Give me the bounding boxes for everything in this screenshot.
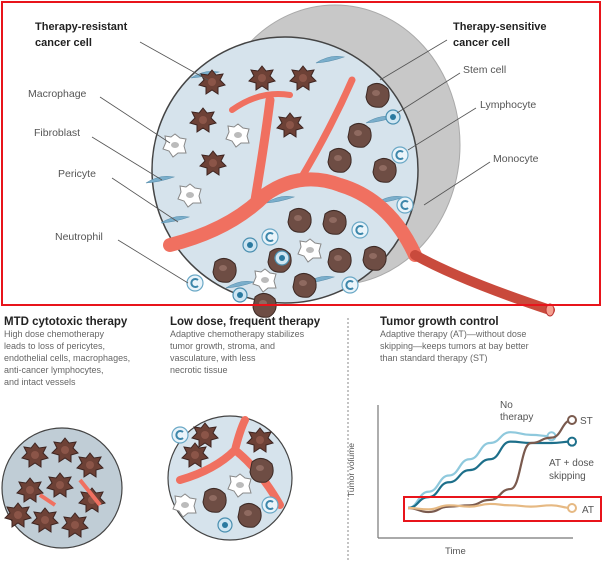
panel-title: MTD cytotoxic therapy: [4, 316, 128, 328]
tumor-low-dose-illustration: [167, 415, 293, 541]
label-neutrophil: Neutrophil: [55, 231, 103, 243]
series-line-at-dose-skipping: [407, 440, 573, 510]
series-line-at: [407, 502, 573, 511]
series-end-marker: [567, 415, 577, 425]
series-line-no-therapy: [407, 431, 552, 510]
x-axis-label: Time: [445, 546, 466, 557]
panel-mtd: MTD cytotoxic therapy High dose chemothe…: [4, 316, 169, 388]
label-stem-cell: Stem cell: [463, 64, 507, 76]
series-end-marker: [567, 503, 577, 513]
tumor-mtd-illustration: [1, 427, 123, 549]
tumor-main-illustration: [91, 4, 555, 318]
y-axis-label: Tumor volume: [346, 442, 357, 498]
blood-vessel: [163, 76, 555, 315]
label-monocyte: Monocyte: [493, 153, 539, 165]
panel-title: Low dose, frequent therapy: [170, 316, 321, 328]
label-pericyte: Pericyte: [58, 168, 96, 180]
series-line-st: [407, 418, 573, 514]
label-fibroblast: Fibroblast: [34, 127, 81, 139]
legend-at: AT: [582, 505, 595, 516]
vessel-end: [545, 303, 555, 317]
series-end-marker: [567, 436, 577, 447]
leader-lines: [91, 39, 491, 284]
panel-title: Tumor growth control: [380, 316, 499, 328]
label-macrophage: Macrophage: [28, 88, 87, 100]
tumor-growth-chart: [377, 405, 577, 539]
legend-st: ST: [580, 416, 593, 427]
panel-low-dose: Low dose, frequent therapy Adaptive chem…: [170, 316, 345, 376]
panel-growth-control: Tumor growth control Adaptive therapy (A…: [380, 316, 600, 364]
label-lymphocyte: Lymphocyte: [480, 99, 537, 111]
